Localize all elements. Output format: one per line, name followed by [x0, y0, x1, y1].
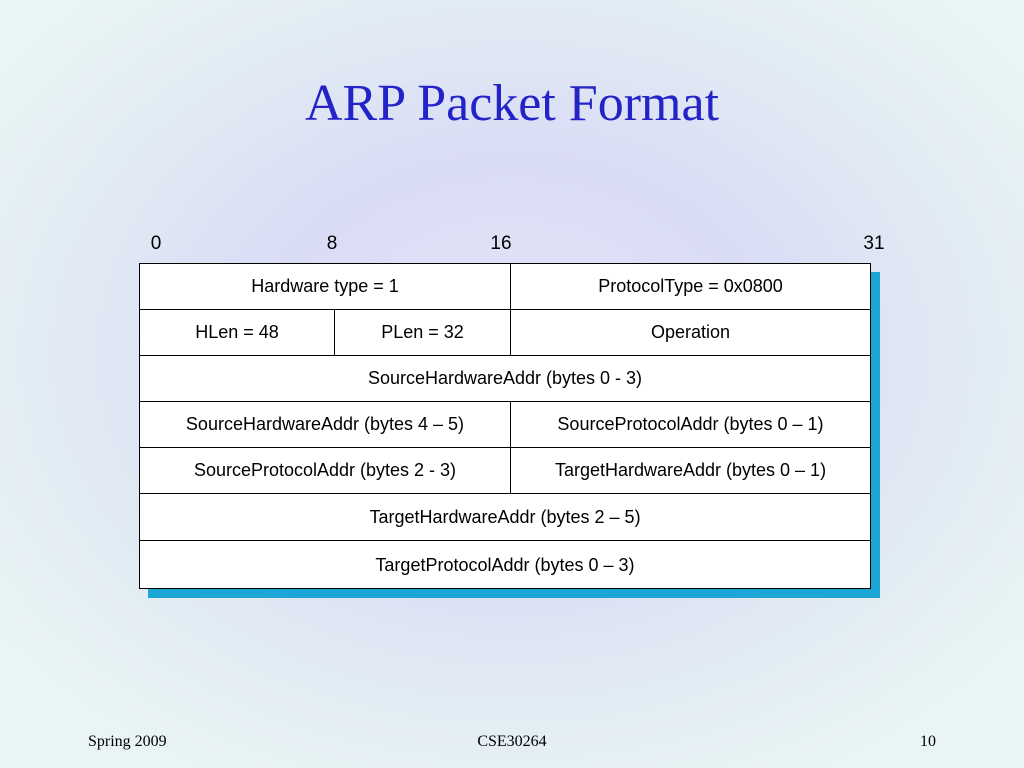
field-protocol-type: ProtocolType = 0x0800 — [598, 276, 783, 296]
field-hardware-type: Hardware type = 1 — [140, 264, 511, 309]
packet-row-1: Hardware type = 1 ProtocolType = 0x0800 — [140, 264, 870, 310]
packet-row-5: SourceProtocolAddr (bytes 2 - 3) TargetH… — [140, 448, 870, 494]
packet-row-4: SourceHardwareAddr (bytes 4 – 5) SourceP… — [140, 402, 870, 448]
field-target-hardware-addr-0-1: TargetHardwareAddr (bytes 0 – 1) — [554, 460, 827, 480]
bit-label-8: 8 — [326, 233, 338, 254]
footer-date: Spring 2009 — [88, 733, 167, 750]
packet-row-2: HLen = 48 PLen = 32 Operation — [140, 310, 870, 356]
packet-row-3: SourceHardwareAddr (bytes 0 - 3) — [140, 356, 870, 402]
packet-row-7: TargetProtocolAddr (bytes 0 – 3) — [140, 542, 870, 588]
field-source-hardware-addr-0-3: SourceHardwareAddr (bytes 0 - 3) — [367, 368, 643, 388]
field-source-protocol-addr-0-1: SourceProtocolAddr (bytes 0 – 1) — [557, 414, 824, 434]
bit-label-0: 0 — [150, 233, 162, 254]
arp-packet-diagram: Hardware type = 1 ProtocolType = 0x0800 … — [139, 263, 871, 589]
footer-course: CSE30264 — [477, 733, 547, 750]
bit-label-31: 31 — [863, 233, 885, 254]
bit-label-16: 16 — [490, 233, 512, 254]
field-target-hardware-addr-2-5: TargetHardwareAddr (bytes 2 – 5) — [369, 507, 641, 527]
footer-slide-number: 10 — [920, 733, 936, 750]
field-operation: Operation — [650, 322, 731, 342]
field-source-hardware-addr-4-5: SourceHardwareAddr (bytes 4 – 5) — [140, 402, 511, 447]
field-hlen: HLen = 48 — [140, 310, 335, 355]
field-target-protocol-addr-0-3: TargetProtocolAddr (bytes 0 – 3) — [375, 554, 635, 575]
packet-row-6: TargetHardwareAddr (bytes 2 – 5) — [140, 495, 870, 541]
slide-title: ARP Packet Format — [304, 75, 720, 132]
field-plen: PLen = 32 — [335, 310, 511, 355]
field-source-protocol-addr-2-3: SourceProtocolAddr (bytes 2 - 3) — [140, 448, 511, 493]
